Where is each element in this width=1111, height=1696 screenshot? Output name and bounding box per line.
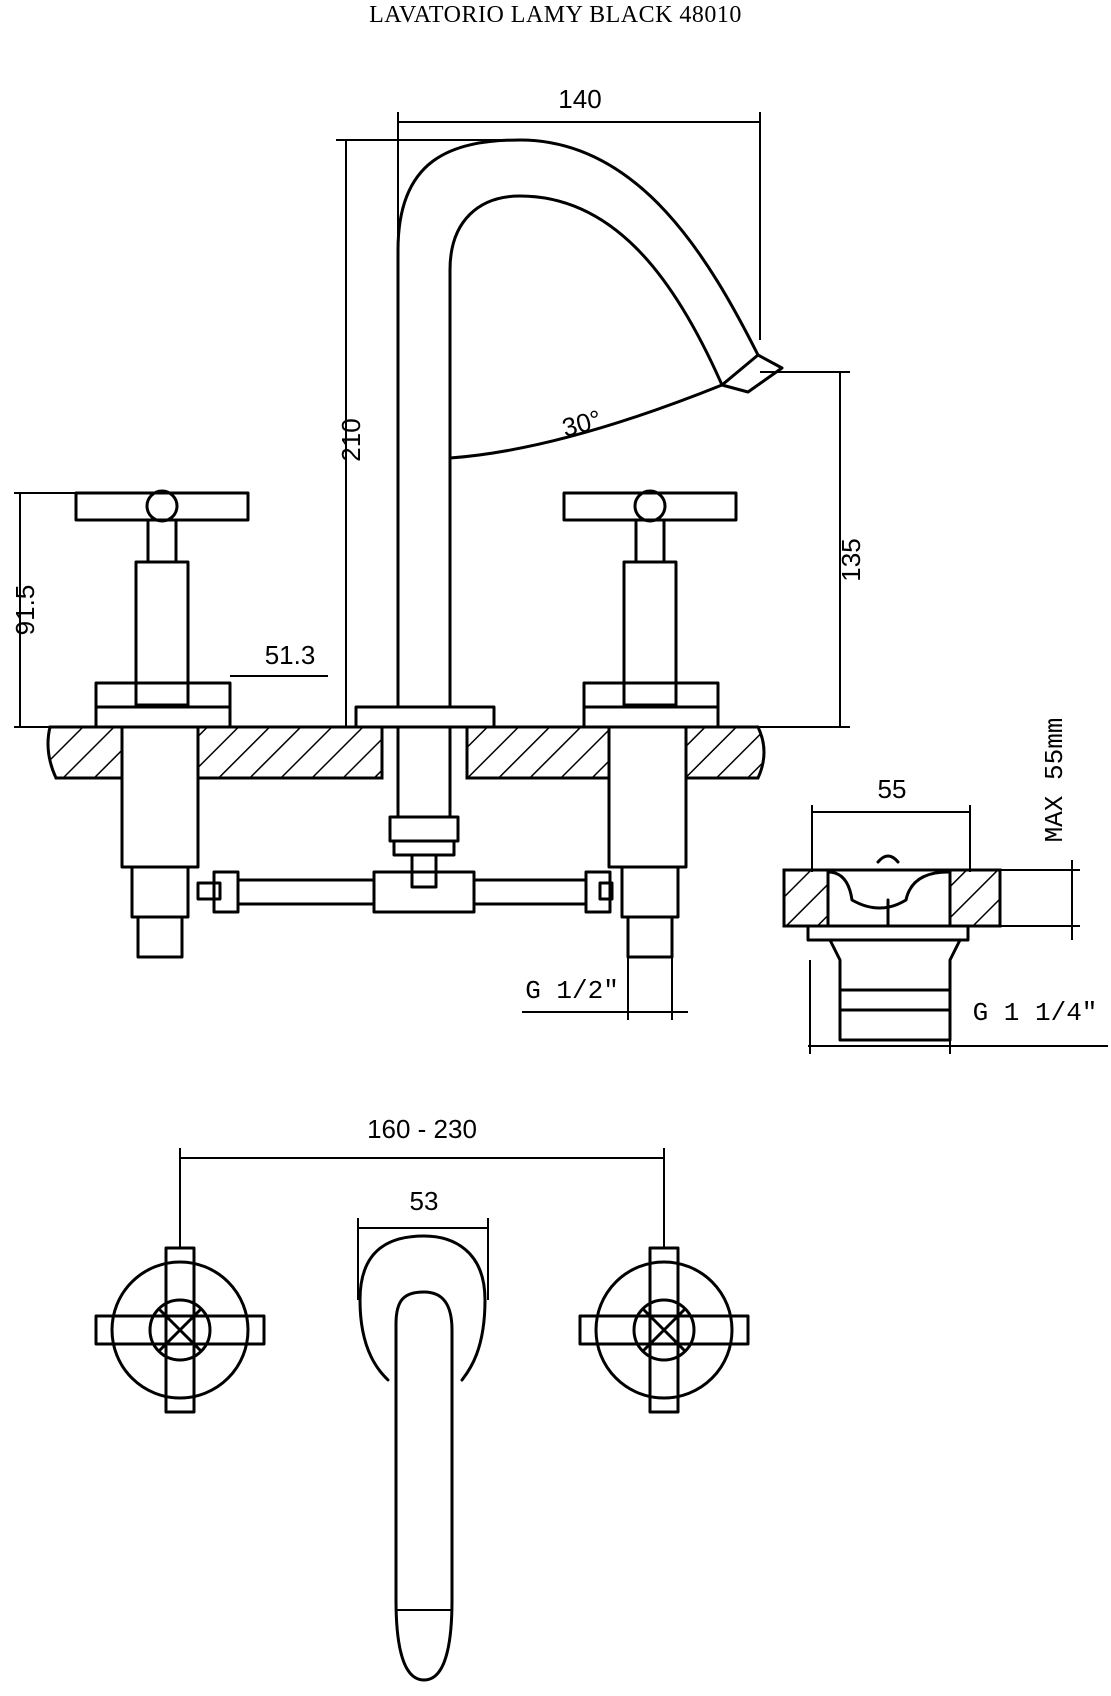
dim-waste-width: 55 [878,774,907,804]
dim-waste-thread: G 1 1/4" [973,998,1098,1028]
right-handle-knob [633,489,667,523]
right-handle-top [578,1246,750,1414]
dim-base-width: 53 [410,1186,439,1216]
dim-handle-height: 91.5 [10,492,76,728]
spout-nut [388,815,460,843]
left-shank [120,725,200,869]
waste-counter-left [782,868,830,928]
dim-flange-width: 51.3 [230,640,328,677]
dim-spout-height: 210 [336,139,520,727]
countertop-mid1 [196,725,384,780]
dim-spout-angle: 30° [559,404,605,443]
right-handle-bar [562,491,738,522]
drawing-title: LAVATORIO LAMY BLACK 48010 [369,2,742,28]
spout-base [354,705,496,729]
left-valve [74,489,250,959]
dim-center-distance: 160 - 230 [367,1114,477,1144]
spout-shank [396,725,452,819]
svg-text:91.5: 91.5 [10,585,40,636]
svg-text:135: 135 [836,538,866,581]
dim-outlet-height: 135 [758,371,866,728]
right-valve [562,489,738,959]
svg-text:140: 140 [558,84,601,114]
left-handle-bar [74,491,250,522]
svg-text:210: 210 [336,418,366,461]
dim-spout-reach: 140 [397,84,761,340]
dim-max-thickness: MAX 55mm [1040,718,1070,843]
spout-top [358,1234,487,1682]
countertop-right [684,725,766,780]
waste-detail: 55 MAX 55mm G 1 1/4" [782,718,1108,1054]
svg-text:G 1/2": G 1/2" [525,976,619,1006]
countertop-mid2 [465,725,611,780]
tee-fitting [372,870,476,914]
dim-inlet-thread: G 1/2" [522,957,688,1020]
left-handle-top [94,1246,266,1414]
left-handle-knob [145,489,179,523]
countertop-left [46,725,124,780]
connection-pipe [196,870,614,914]
waste-counter-right [948,868,1002,928]
side-view: 140 210 30° 135 91.5 51.3 [10,84,866,1020]
top-view: 160 - 230 53 [94,1114,750,1682]
svg-text:51.3: 51.3 [265,640,316,670]
right-shank [607,725,688,869]
